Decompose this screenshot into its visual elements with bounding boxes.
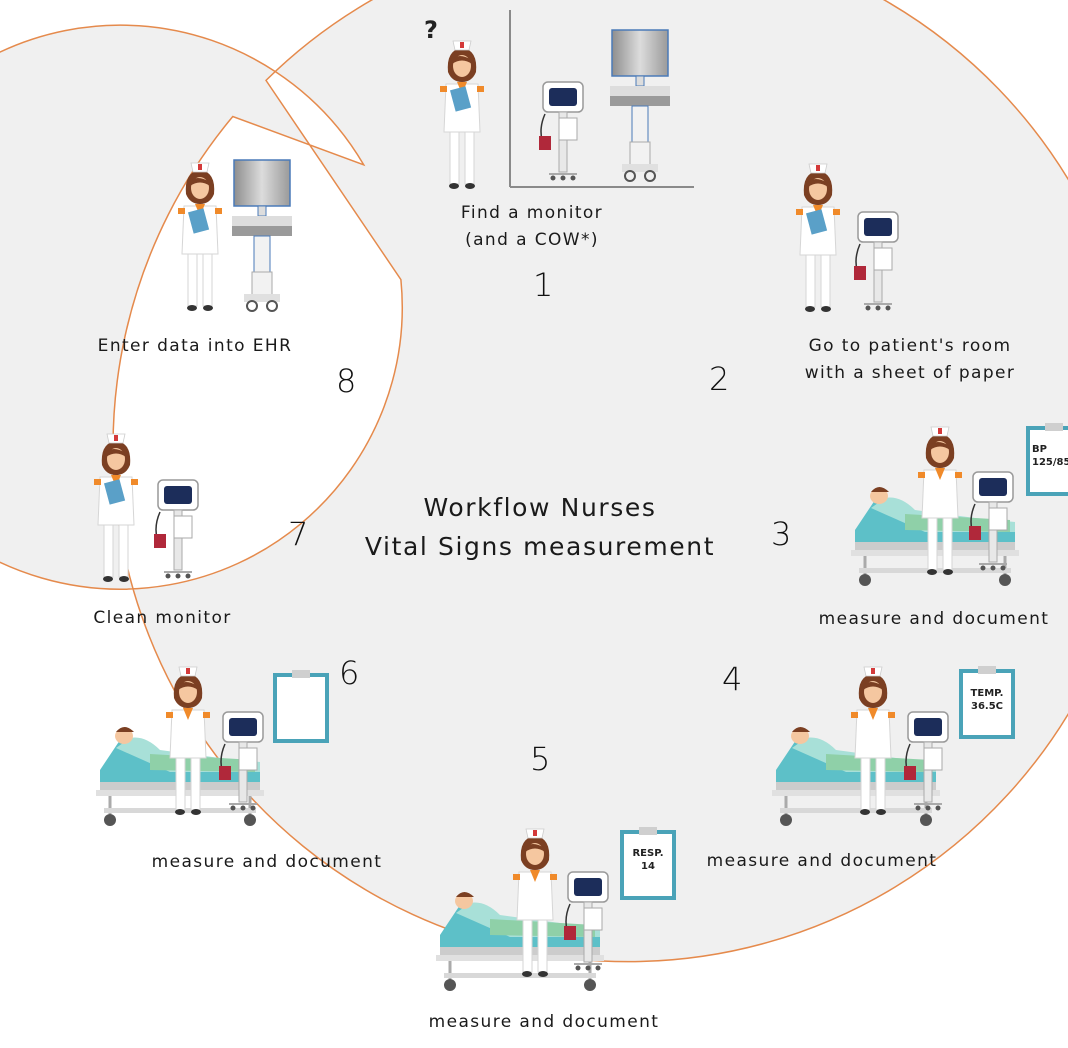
step-4-label: measure and document bbox=[700, 848, 944, 875]
step-3-label-line-1: measure and document bbox=[818, 609, 1050, 629]
step-7-illustration bbox=[94, 434, 199, 582]
step-2-label-line-1: Go to patient's room bbox=[808, 336, 1012, 356]
step-4-label-line-1: measure and document bbox=[706, 851, 938, 871]
clipboard-step-4-line-2: 36.5C bbox=[971, 701, 1003, 712]
step-number-6: 6 bbox=[339, 654, 360, 692]
step-2-label-line-2: with a sheet of paper bbox=[804, 363, 1016, 383]
step-1-label: Find a monitor (and a COW*) bbox=[447, 200, 617, 254]
step-5-label: measure and document bbox=[422, 1009, 666, 1036]
step-1-label-line-2: (and a COW*) bbox=[465, 230, 599, 250]
step-7-label: Clean monitor bbox=[80, 605, 245, 632]
clipboard-step-5-line-1: RESP. bbox=[632, 848, 663, 859]
clipboard-step-3-line-2: 125/85 bbox=[1032, 457, 1068, 468]
clipboard-step-4-line-1: TEMP. bbox=[971, 688, 1004, 699]
title-line-1: Workflow Nurses bbox=[423, 493, 657, 522]
step-2-label: Go to patient's room with a sheet of pap… bbox=[795, 333, 1025, 387]
step-number-5: 5 bbox=[530, 740, 551, 778]
step-number-8: 8 bbox=[336, 362, 357, 400]
step-1-illustration bbox=[440, 10, 694, 189]
step-3-label: measure and document bbox=[812, 606, 1056, 633]
step-number-3: 3 bbox=[771, 515, 792, 553]
step-5-label-line-1: measure and document bbox=[428, 1012, 660, 1032]
diagram-title: Workflow Nurses Vital Signs measurement bbox=[330, 488, 750, 566]
step-8-label: Enter data into EHR bbox=[80, 333, 310, 360]
clipboard-step-3-line-1: BP bbox=[1032, 444, 1047, 455]
step-8-label-line-1: Enter data into EHR bbox=[97, 336, 293, 356]
step-number-7: 7 bbox=[288, 515, 309, 553]
step-8-illustration bbox=[178, 159, 293, 312]
step-number-4: 4 bbox=[722, 660, 743, 698]
step-number-1: 1 bbox=[533, 266, 554, 304]
step-1-label-line-1: Find a monitor bbox=[460, 203, 604, 223]
step-6-label-line-1: measure and document bbox=[151, 852, 383, 872]
clipboard-step-5-line-2: 14 bbox=[641, 861, 655, 872]
step-6-label: measure and document bbox=[145, 849, 389, 876]
question-mark: ? bbox=[424, 16, 438, 44]
title-line-2: Vital Signs measurement bbox=[364, 532, 716, 561]
step-7-label-line-1: Clean monitor bbox=[93, 608, 232, 628]
step-number-2: 2 bbox=[709, 360, 730, 398]
